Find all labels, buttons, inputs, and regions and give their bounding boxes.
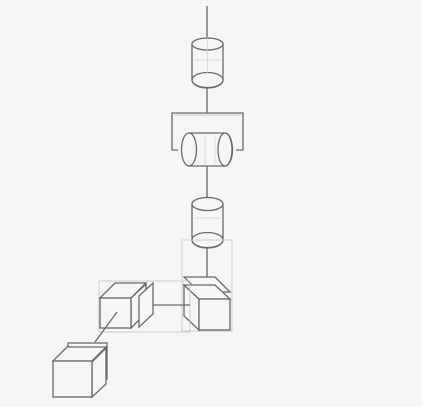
top-cylinder: [191, 37, 224, 89]
diagonal-connector-line: [94, 311, 118, 343]
guide-frame-right: [181, 239, 233, 332]
middle-cylinder: [180, 132, 234, 167]
right-box: [182, 283, 232, 332]
left-box-tab: [138, 281, 154, 329]
guide-frame-left: [98, 280, 191, 333]
bottom-box: [51, 342, 108, 399]
left-box: [98, 282, 148, 330]
cylinder-bracket: [171, 112, 244, 151]
lower-cylinder: [191, 196, 224, 249]
